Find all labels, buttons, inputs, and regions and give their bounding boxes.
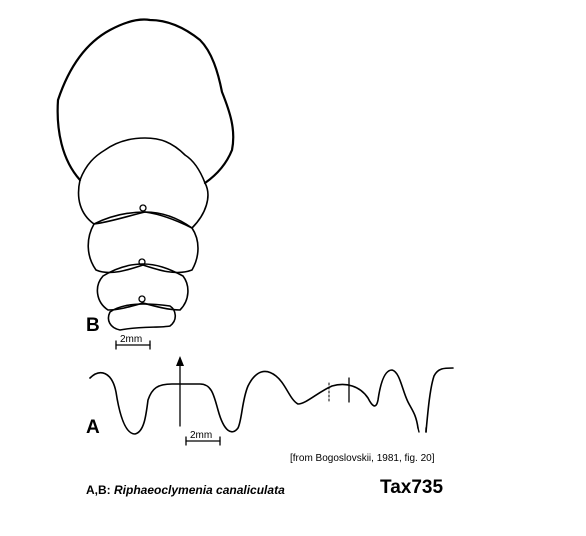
whorl-section-outline bbox=[56, 18, 235, 331]
suture-line bbox=[89, 367, 454, 435]
suture-line-tail bbox=[417, 427, 427, 433]
siphuncle-marker bbox=[138, 258, 146, 266]
caption-prefix: A,B: bbox=[86, 483, 114, 497]
siphuncle-marker bbox=[139, 204, 147, 212]
figure-caption: A,B: Riphaeoclymenia canaliculata bbox=[86, 484, 285, 496]
caption-species: Riphaeoclymenia canaliculata bbox=[114, 483, 285, 497]
whorl-outer bbox=[56, 18, 235, 185]
figure-b-label: B bbox=[86, 315, 100, 336]
whorl-inner bbox=[107, 303, 177, 331]
tax-id: Tax735 bbox=[380, 477, 444, 498]
whorl-3 bbox=[87, 211, 199, 274]
figure-a-scale-label: 2mm bbox=[190, 430, 213, 441]
whorl-2 bbox=[77, 137, 209, 229]
scale-bar-a bbox=[185, 436, 221, 446]
venter-arrow-head bbox=[176, 356, 184, 366]
whorl-4 bbox=[96, 263, 189, 311]
source-citation: [from Bogoslovskii, 1981, fig. 20] bbox=[290, 453, 435, 464]
siphuncle-marker bbox=[138, 295, 146, 303]
figure-b-scale-label: 2mm bbox=[120, 334, 143, 345]
scale-bar-b bbox=[115, 340, 151, 350]
figure-a-label: A bbox=[86, 417, 100, 438]
